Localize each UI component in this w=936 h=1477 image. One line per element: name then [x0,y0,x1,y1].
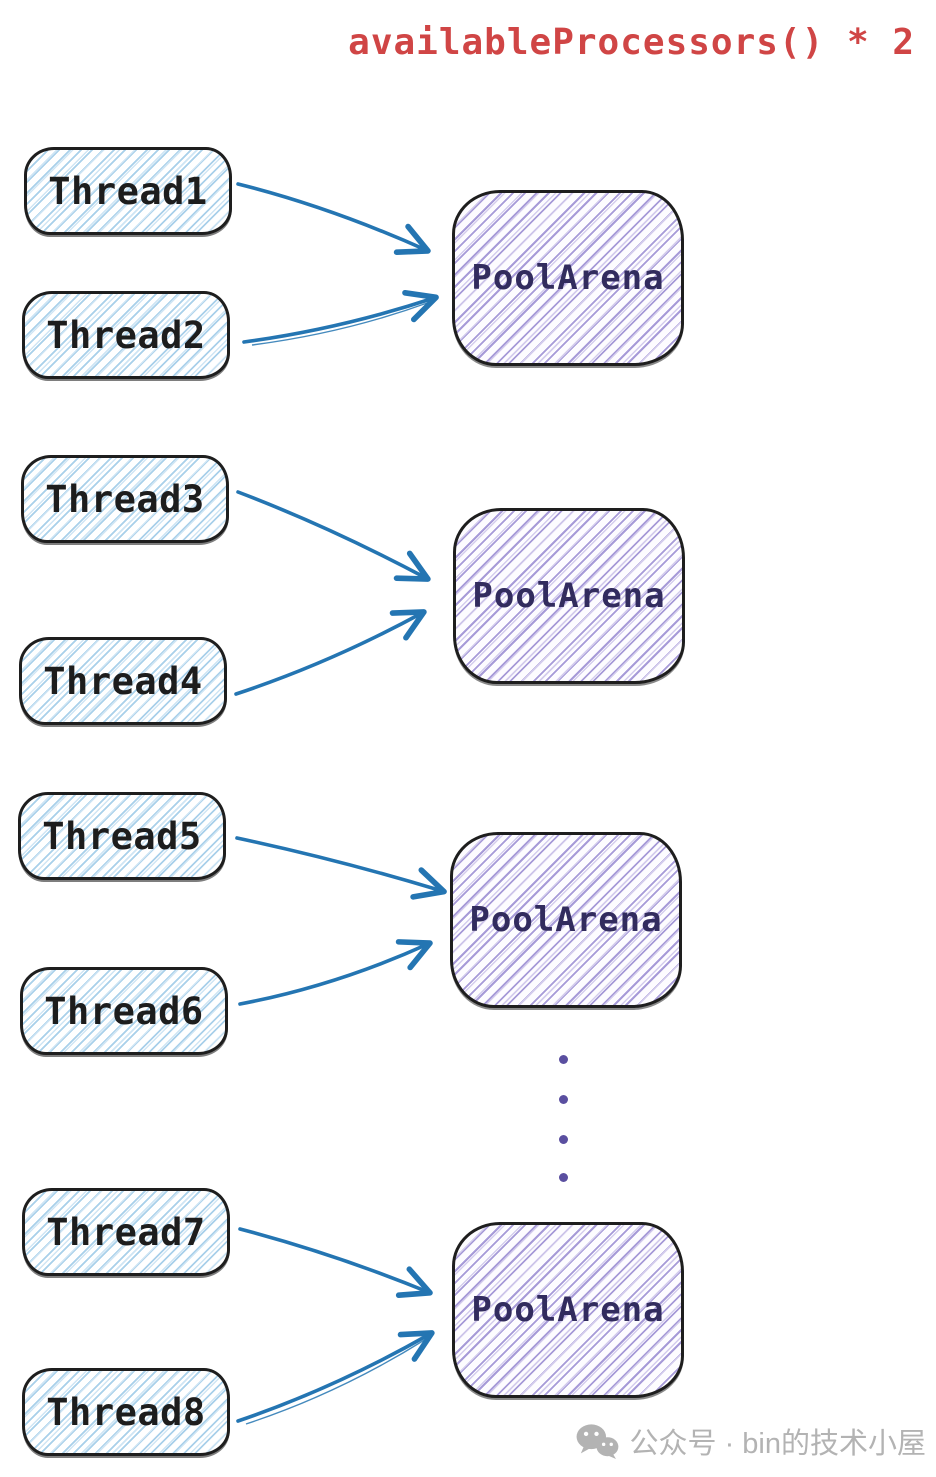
arrow-thread5-poolarena3 [235,836,447,900]
ellipsis-dot [559,1173,568,1182]
poolarena-box-4: PoolArena [452,1222,684,1398]
thread-box-7: Thread7 [22,1188,230,1276]
poolarena-box-1: PoolArena [452,190,684,366]
thread-box-4: Thread4 [19,637,227,725]
thread-label: Thread4 [43,659,203,703]
poolarena-label: PoolArena [471,1290,665,1330]
thread-label: Thread2 [46,313,206,357]
poolarena-label: PoolArena [471,258,665,298]
thread-box-5: Thread5 [18,792,226,880]
arrow-thread6-poolarena3 [238,939,433,1006]
thread-label: Thread8 [46,1390,206,1434]
watermark: 公众号 · bin的技术小屋 [574,1420,926,1462]
thread-box-1: Thread1 [24,147,232,235]
arrow-thread7-poolarena4 [238,1227,433,1299]
arrow-thread1-poolarena1 [236,182,431,256]
poolarena-box-3: PoolArena [450,832,682,1008]
ellipsis-dot [559,1095,568,1104]
wechat-icon [576,1424,618,1460]
arrow-thread3-poolarena2 [236,490,431,582]
poolarena-label: PoolArena [472,576,666,616]
arrow-thread2-poolarena1 [242,289,439,344]
thread-box-3: Thread3 [21,455,229,543]
thread-box-6: Thread6 [20,967,228,1055]
thread-label: Thread6 [44,989,204,1033]
thread-label: Thread3 [45,477,205,521]
poolarena-label: PoolArena [469,900,663,940]
diagram-title: availableProcessors() * 2 [348,22,915,63]
ellipsis-dot [559,1055,568,1064]
thread-label: Thread7 [46,1210,206,1254]
arrow-thread8-poolarena4 [236,1330,435,1423]
thread-box-8: Thread8 [22,1368,230,1456]
poolarena-box-2: PoolArena [453,508,685,684]
ellipsis-dot [559,1135,568,1144]
arrow-thread4-poolarena2 [234,609,427,696]
arrow-thread8-poolarena4-echo [245,1338,427,1425]
watermark-text: 公众号 · bin的技术小屋 [629,1428,926,1460]
thread-box-2: Thread2 [22,291,230,379]
arrow-thread2-poolarena1-echo [251,301,431,346]
thread-label: Thread5 [42,814,202,858]
thread-label: Thread1 [48,169,208,213]
